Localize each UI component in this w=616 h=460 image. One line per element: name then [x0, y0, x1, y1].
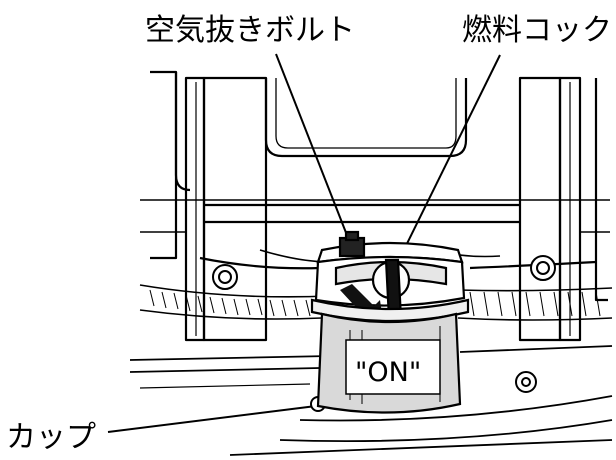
hoses [139, 249, 613, 321]
air-bleed-bolt-label: 空気抜きボルト [145, 13, 355, 48]
cup-label: カップ [6, 420, 96, 455]
on-label-plate [345, 339, 441, 395]
floor-lines [129, 345, 613, 456]
base-bolt [515, 371, 537, 393]
air-bleed-bolt [338, 230, 366, 258]
fuel-cock-label: 燃料コック [462, 13, 612, 48]
cup-leader [107, 405, 317, 433]
fuel-cock-leader [392, 54, 501, 273]
on-marking: "ON" [355, 357, 421, 388]
right-mount-bolt [530, 255, 556, 281]
left-mount-bolt [212, 264, 238, 290]
mounting-bolts [212, 255, 556, 412]
leader-lines [107, 53, 501, 433]
fuel-filter [310, 230, 470, 414]
air-bleed-bolt-leader [275, 53, 353, 249]
machine-frame [140, 70, 610, 342]
